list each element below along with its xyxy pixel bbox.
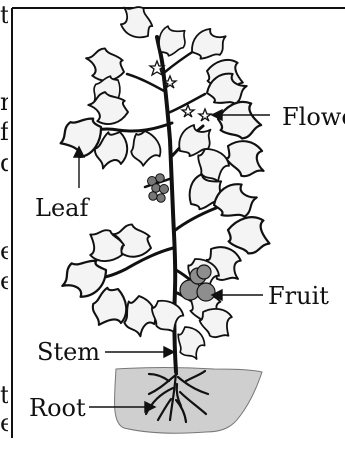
label-flower: Flowe	[282, 105, 345, 129]
label-fruit: Fruit	[268, 284, 329, 308]
leaves	[55, 0, 276, 364]
label-leaf: Leaf	[35, 196, 88, 220]
label-root: Root	[29, 396, 86, 420]
label-stem: Stem	[37, 340, 100, 364]
flowers	[150, 61, 211, 121]
berry-cluster	[148, 174, 169, 203]
